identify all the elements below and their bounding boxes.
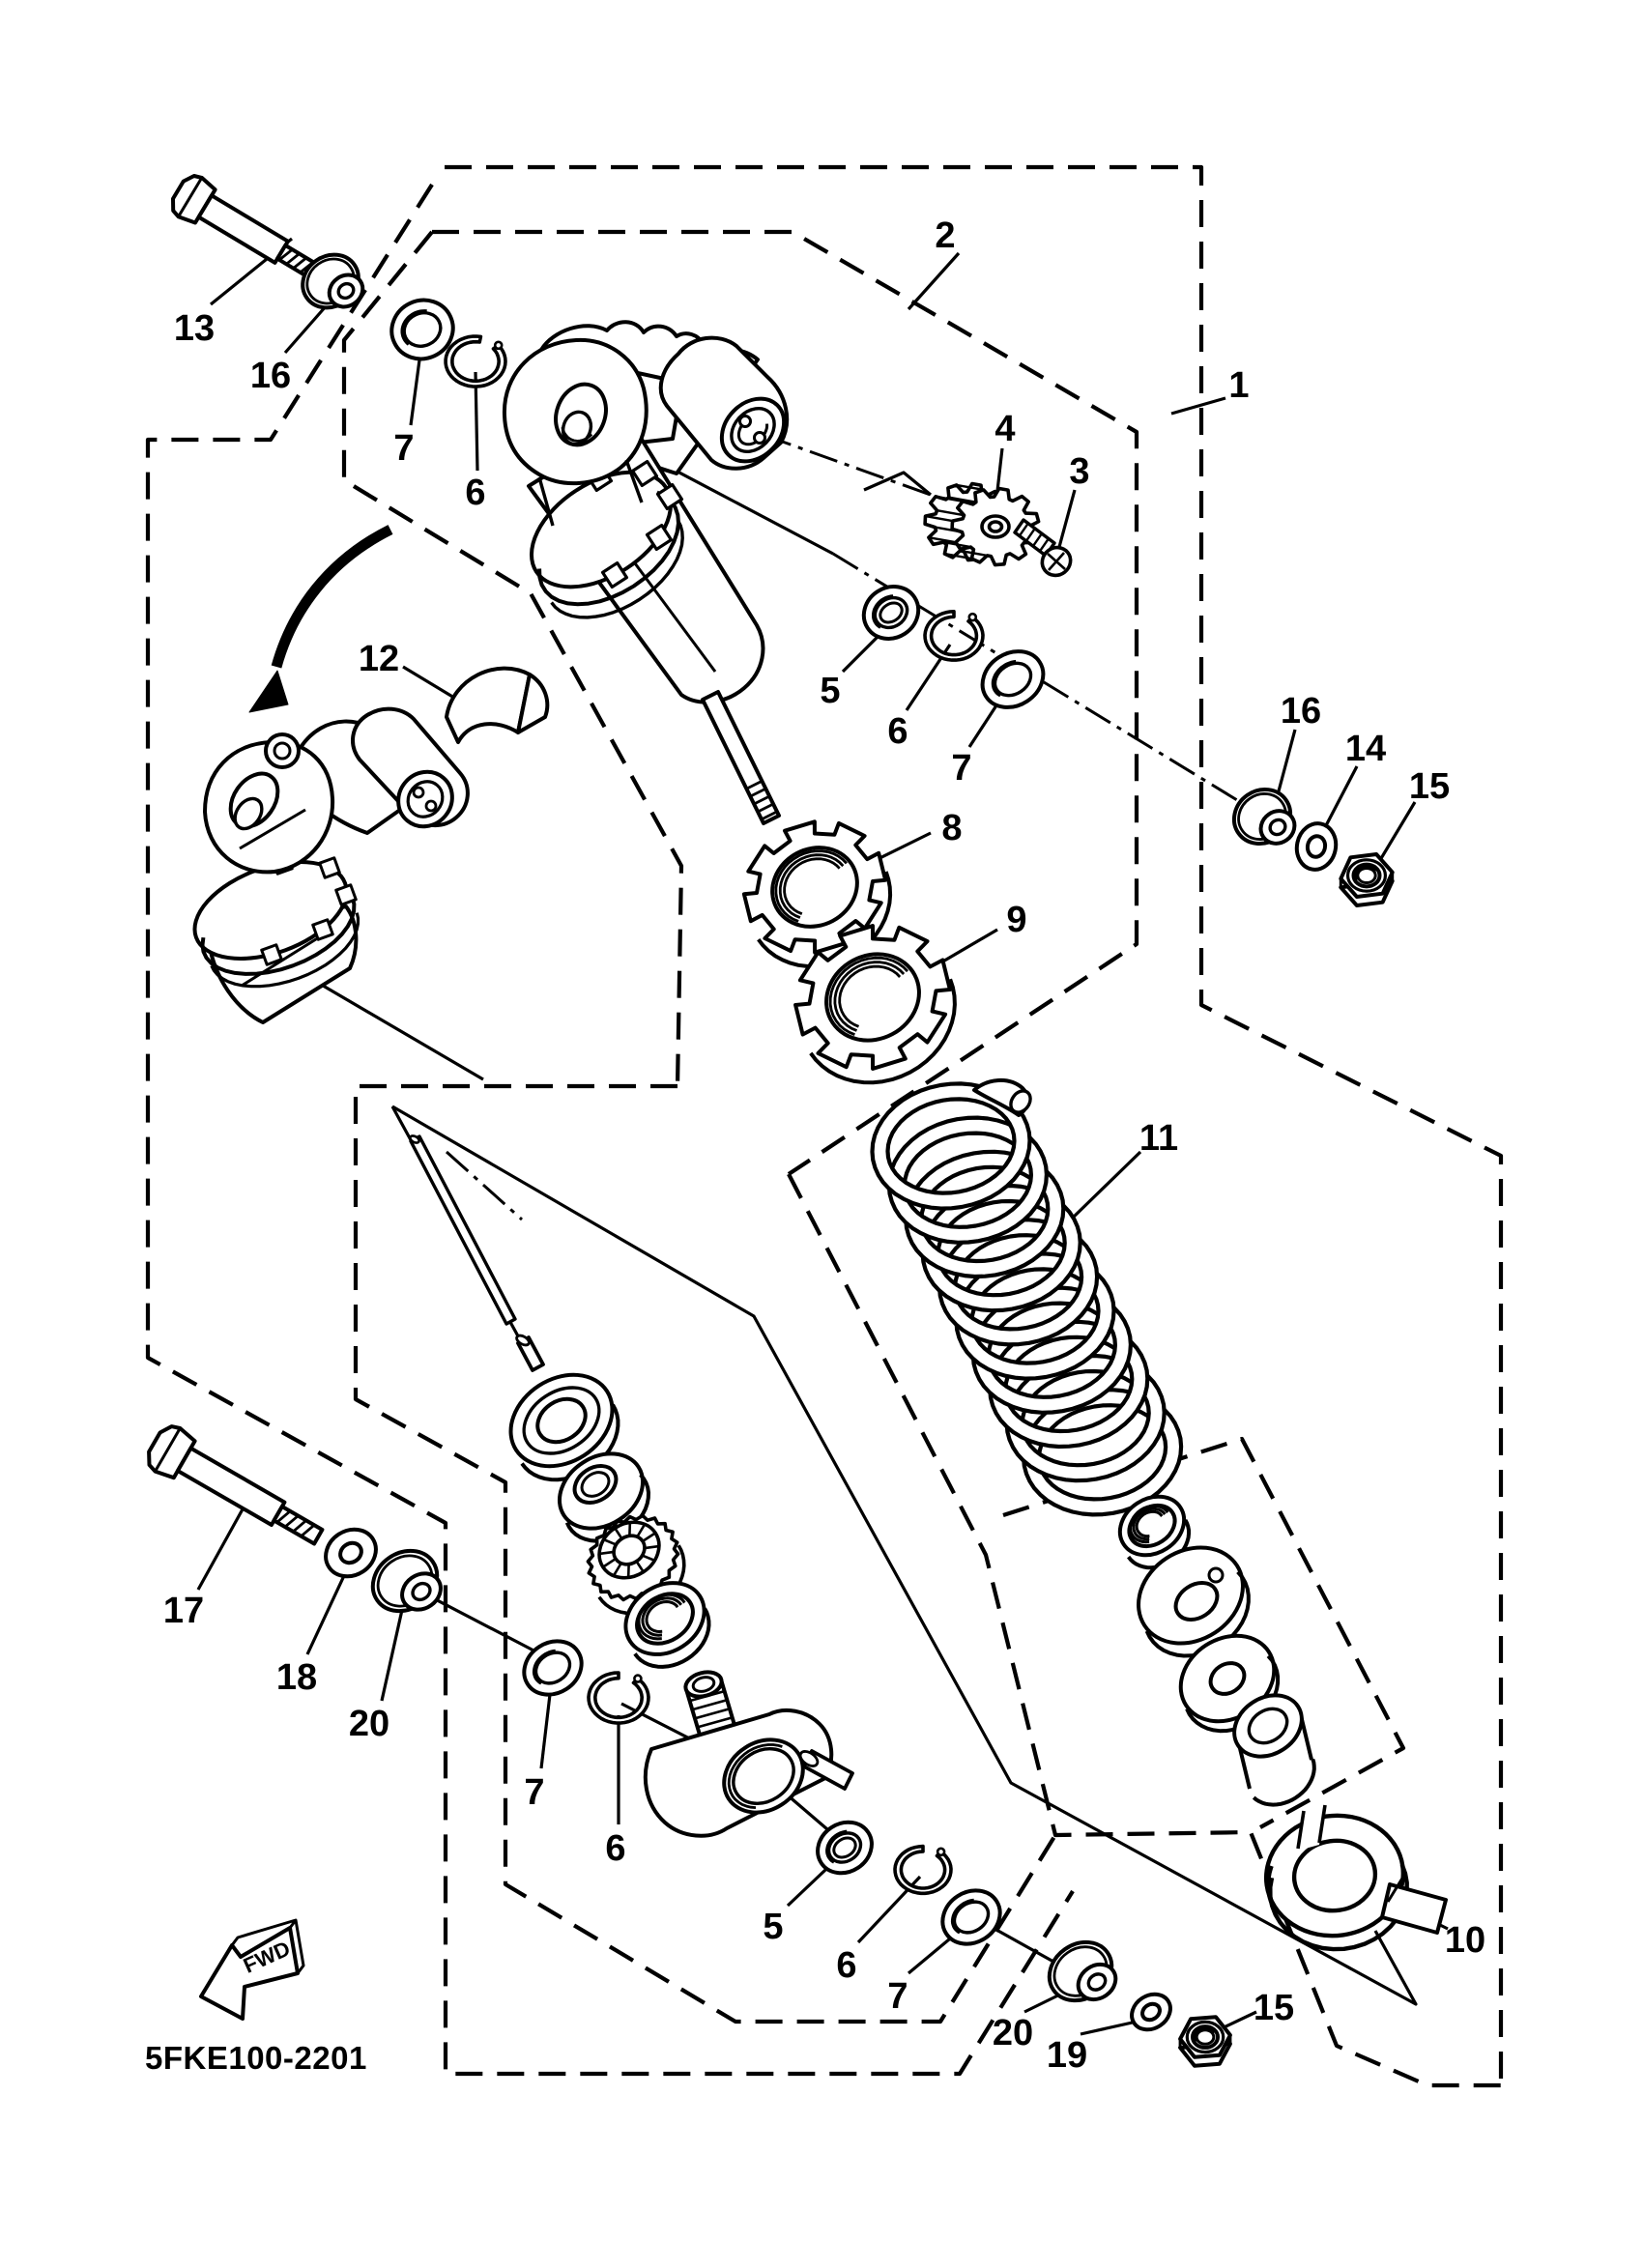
svg-text:15: 15 [1254,1988,1294,2028]
svg-text:2: 2 [935,215,955,256]
svg-text:1: 1 [1228,365,1249,406]
svg-text:6: 6 [605,1828,625,1869]
svg-text:7: 7 [887,1976,908,2017]
svg-text:20: 20 [349,1704,389,1744]
svg-text:5: 5 [763,1907,783,1947]
svg-text:8: 8 [941,808,962,848]
svg-text:14: 14 [1345,729,1386,769]
svg-text:6: 6 [836,1945,856,1986]
svg-text:13: 13 [174,308,215,349]
svg-text:5FKE100-2201: 5FKE100-2201 [145,2040,367,2076]
svg-text:6: 6 [887,711,908,752]
svg-text:4: 4 [994,409,1015,449]
svg-text:17: 17 [163,1591,204,1631]
svg-text:16: 16 [250,356,291,396]
svg-text:12: 12 [359,639,399,679]
svg-text:6: 6 [465,473,485,513]
svg-text:5: 5 [820,671,840,711]
svg-text:19: 19 [1047,2035,1087,2076]
svg-text:7: 7 [951,748,971,789]
svg-text:3: 3 [1069,451,1089,492]
svg-text:11: 11 [1139,1118,1178,1159]
svg-text:15: 15 [1409,766,1450,807]
svg-text:16: 16 [1281,691,1321,732]
svg-text:7: 7 [393,428,414,469]
svg-text:7: 7 [524,1772,544,1813]
svg-text:18: 18 [276,1657,317,1698]
svg-text:9: 9 [1006,900,1026,940]
svg-text:10: 10 [1445,1920,1485,1961]
svg-text:20: 20 [993,2013,1033,2053]
